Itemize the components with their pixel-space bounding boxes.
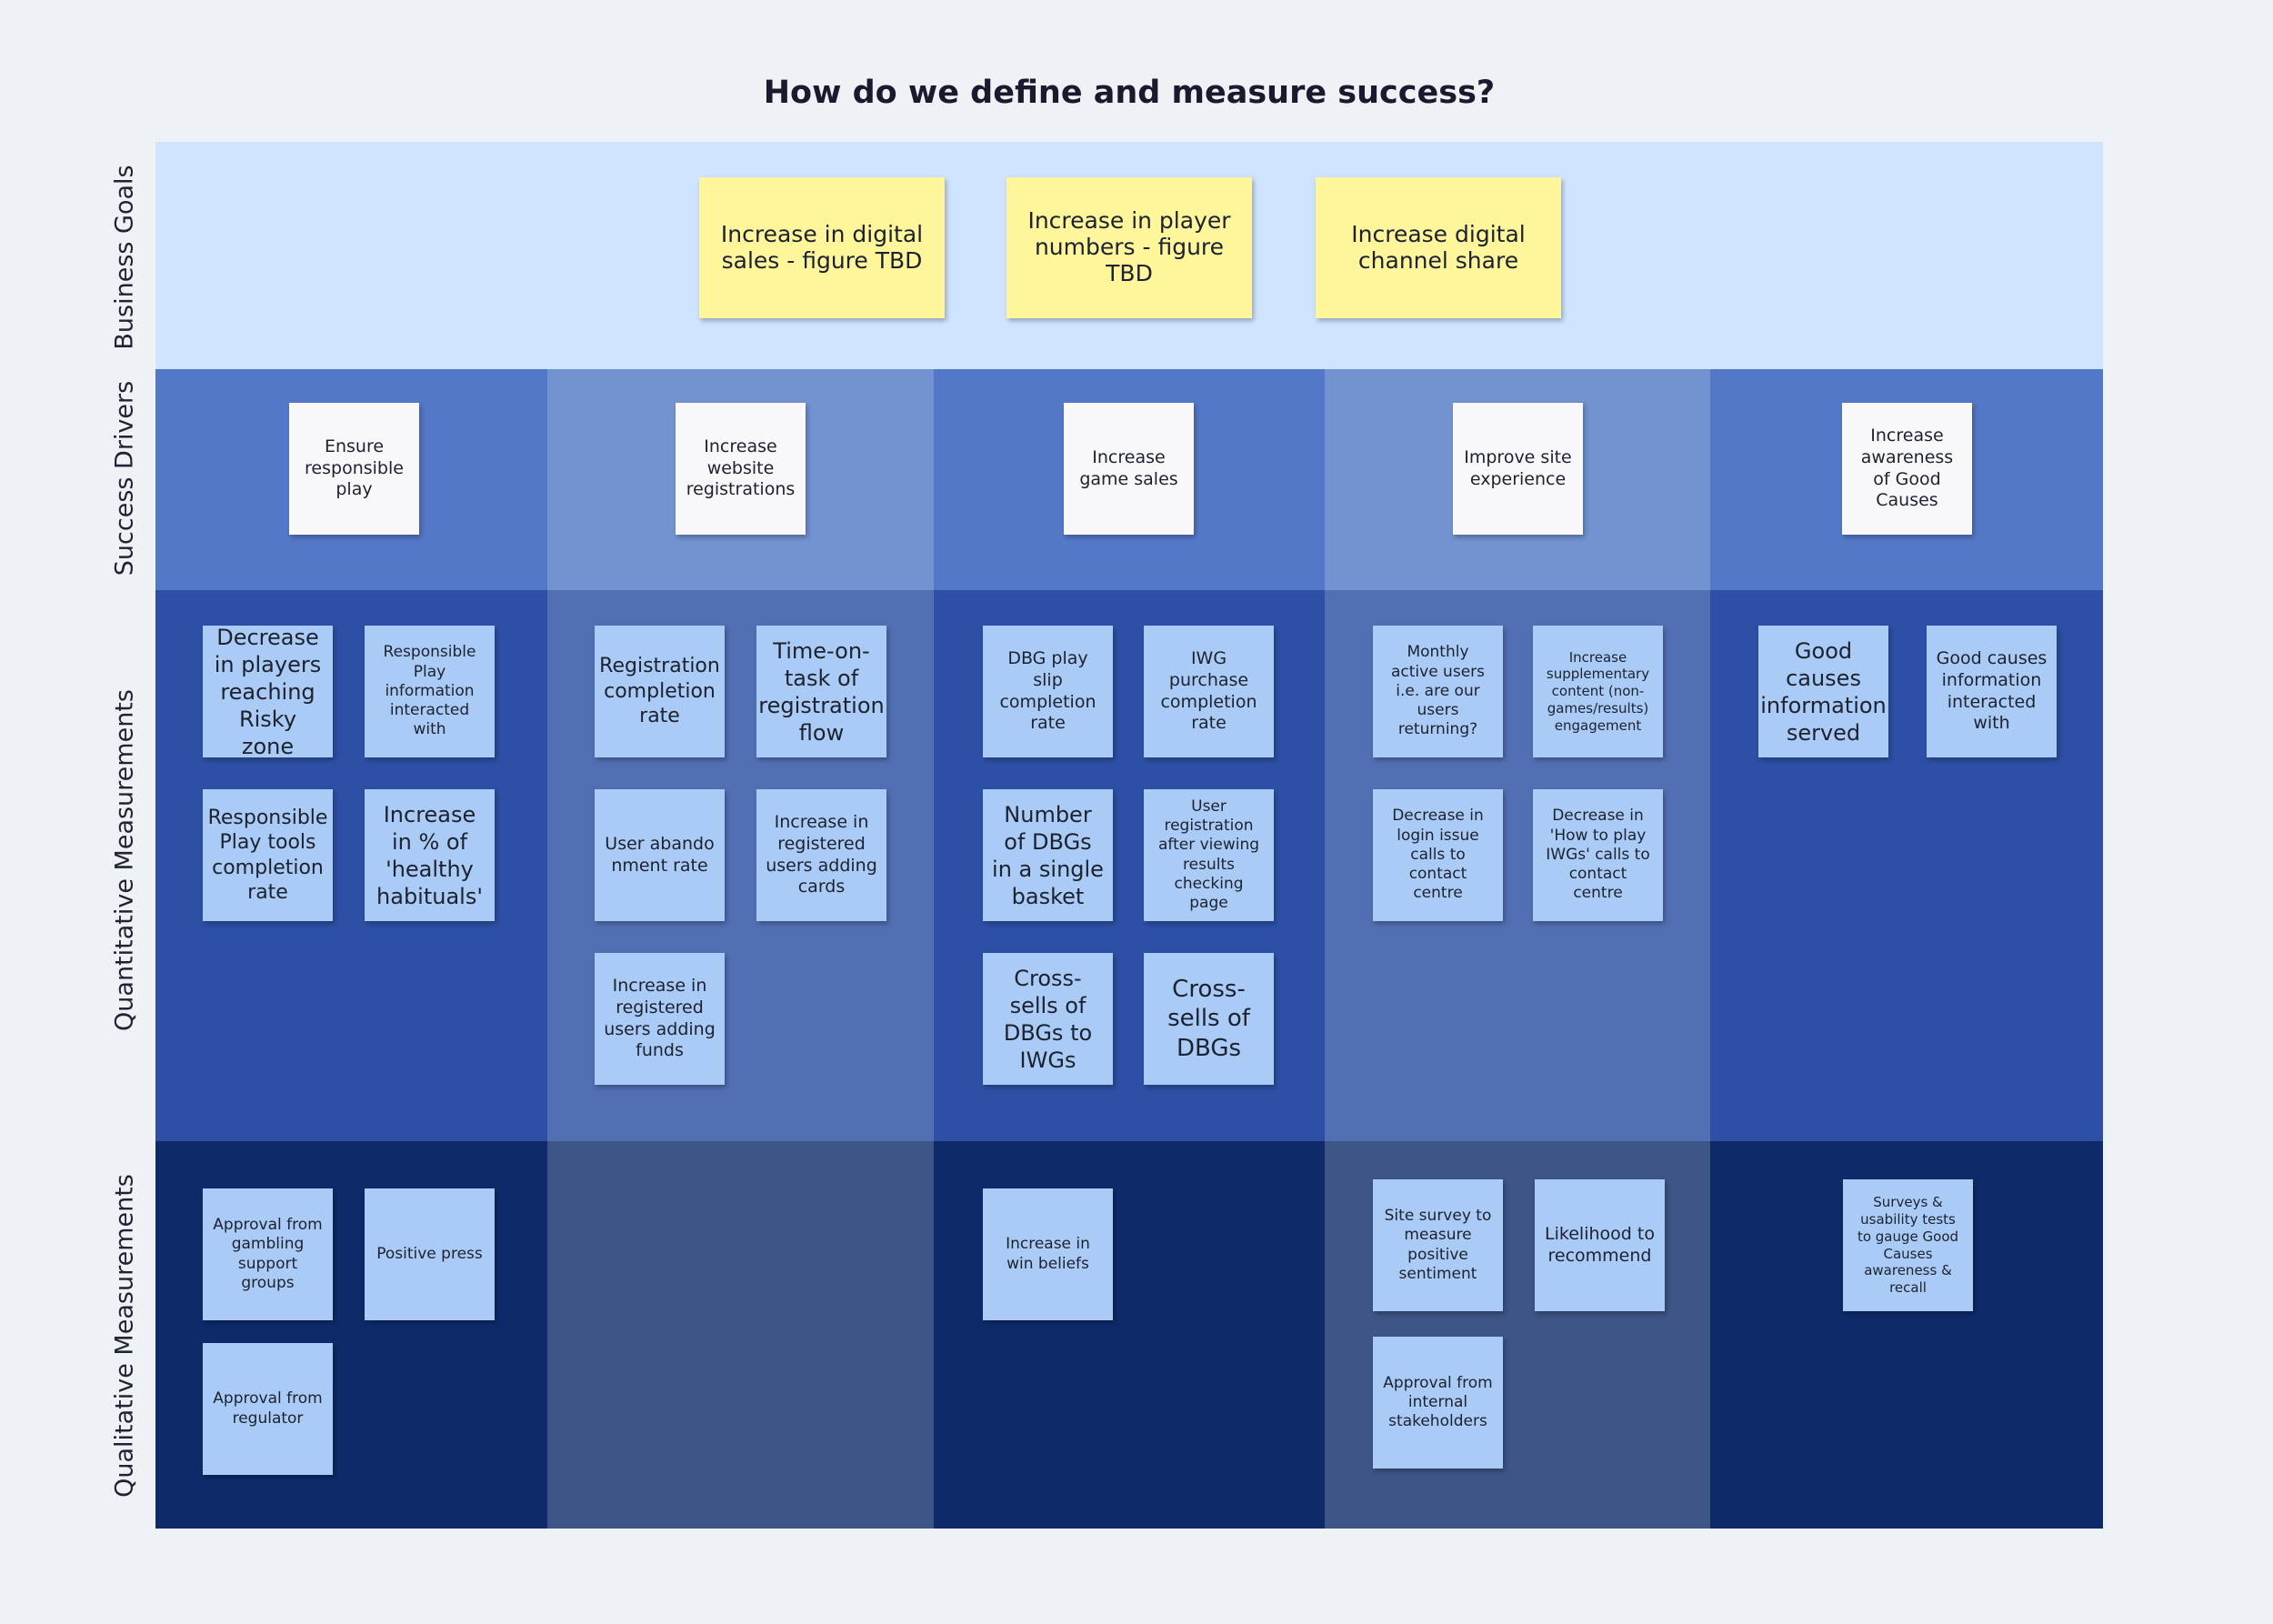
quant-sticky[interactable]: Number of DBGs in a single basket: [983, 789, 1113, 921]
driver-sticky-responsible-play[interactable]: Ensure responsible play: [289, 403, 419, 535]
qual-cell-2: [547, 1141, 934, 1529]
quant-sticky[interactable]: Registration completion rate: [595, 626, 725, 757]
driver-sticky-registrations[interactable]: Increase website registrations: [676, 403, 806, 535]
goal-sticky-digital-sales[interactable]: Increase in digital sales - figure TBD: [699, 177, 945, 318]
quant-sticky[interactable]: Increase in registered users adding fund…: [595, 953, 725, 1085]
quant-sticky[interactable]: Good causes information interacted with: [1927, 626, 2057, 757]
quant-sticky[interactable]: Responsible Play tools completion rate: [203, 789, 333, 921]
quant-sticky[interactable]: Increase in % of 'healthy habituals': [365, 789, 495, 921]
quant-sticky[interactable]: Decrease in 'How to play IWGs' calls to …: [1533, 789, 1663, 921]
quant-sticky[interactable]: Time-on-task of registration flow: [756, 626, 886, 757]
qual-sticky[interactable]: Approval from regulator: [203, 1343, 333, 1475]
qual-sticky[interactable]: Surveys & usability tests to gauge Good …: [1843, 1179, 1973, 1311]
quant-sticky[interactable]: Responsible Play information interacted …: [365, 626, 495, 757]
quant-sticky[interactable]: IWG purchase completion rate: [1144, 626, 1274, 757]
quant-sticky[interactable]: Monthly active users i.e. are our users …: [1373, 626, 1503, 757]
qual-sticky[interactable]: Approval from internal stakeholders: [1373, 1337, 1503, 1469]
quant-sticky[interactable]: Decrease in login issue calls to contact…: [1373, 789, 1503, 921]
quant-sticky[interactable]: Cross-sells of DBGs to IWGs: [983, 953, 1113, 1085]
quant-sticky[interactable]: Cross-sells of DBGs: [1144, 953, 1274, 1085]
quant-sticky[interactable]: Decrease in players reaching Risky zone: [203, 625, 333, 759]
driver-sticky-game-sales[interactable]: Increase game sales: [1064, 403, 1194, 535]
quant-sticky[interactable]: Increase in registered users adding card…: [756, 789, 886, 921]
quant-sticky[interactable]: User abandonment rate: [595, 789, 725, 921]
qual-sticky[interactable]: Site survey to measure positive sentimen…: [1373, 1179, 1503, 1311]
driver-sticky-site-experience[interactable]: Improve site experience: [1453, 403, 1583, 535]
goal-sticky-player-numbers[interactable]: Increase in player numbers - figure TBD: [1006, 177, 1252, 318]
quant-sticky[interactable]: User registration after viewing results …: [1144, 789, 1274, 921]
qual-sticky[interactable]: Approval from gambling support groups: [203, 1188, 333, 1320]
goal-sticky-channel-share[interactable]: Increase digital channel share: [1316, 177, 1561, 318]
page-title: How do we define and measure success?: [763, 75, 1496, 111]
quant-sticky[interactable]: Increase supplementary content (non-game…: [1533, 626, 1663, 757]
driver-sticky-good-causes[interactable]: Increase awareness of Good Causes: [1842, 403, 1972, 535]
quant-sticky[interactable]: Good causes information served: [1758, 626, 1888, 757]
quant-sticky[interactable]: DBG play slip completion rate: [983, 626, 1113, 757]
qual-sticky[interactable]: Increase in win beliefs: [983, 1188, 1113, 1320]
qual-sticky[interactable]: Positive press: [365, 1188, 495, 1320]
qual-sticky[interactable]: Likelihood to recommend: [1535, 1179, 1665, 1311]
